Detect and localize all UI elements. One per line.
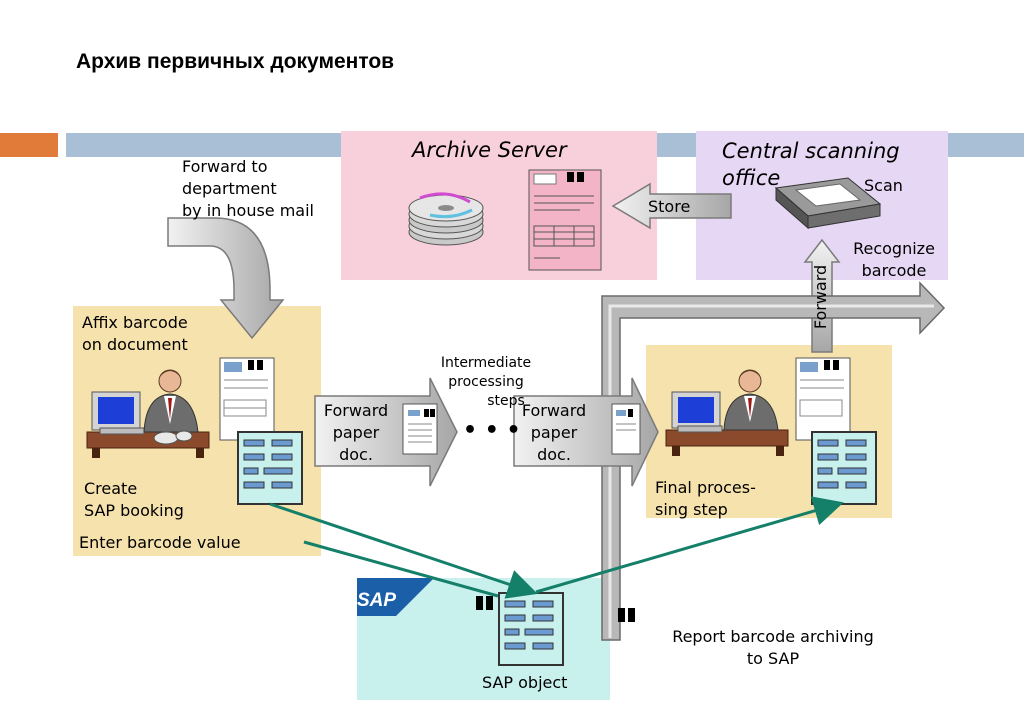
recognize-barcode-label: Recognize barcode xyxy=(853,239,935,280)
paper-doc-icon xyxy=(402,403,438,455)
store-label: Store xyxy=(648,197,691,216)
sap-logo-text: SAP xyxy=(357,590,397,611)
archive-server-label: Archive Server xyxy=(412,138,567,162)
forward-paper-label-1: Forward paper doc. xyxy=(323,401,389,464)
sap-object-label: SAP object xyxy=(482,673,568,692)
store-arrow xyxy=(611,182,732,230)
forward-paper-label-2: Forward paper doc. xyxy=(521,401,587,464)
booking-form-icon xyxy=(811,431,877,505)
report-pipe xyxy=(601,281,946,641)
banner-orange xyxy=(0,133,58,157)
cd-stack-icon xyxy=(408,192,484,246)
forward-vertical-label: Forward xyxy=(811,264,830,330)
barcode-mark-icon xyxy=(618,608,635,622)
create-booking-label: Create SAP booking xyxy=(84,479,184,520)
clerk-icon xyxy=(665,369,789,456)
mail-arrow xyxy=(167,217,285,340)
scanner-icon xyxy=(774,177,882,230)
central-scanning-label: Central scanning office xyxy=(722,139,900,190)
archive-server-zone xyxy=(341,131,657,280)
scan-label: Scan xyxy=(864,176,903,195)
final-processing-label: Final proces- sing step xyxy=(655,478,756,519)
booking-form-icon xyxy=(237,431,303,505)
sap-logo xyxy=(357,578,434,616)
link-arrows xyxy=(269,496,844,599)
clerk-icon xyxy=(86,369,210,458)
ellipsis-dots: • • • xyxy=(463,418,521,443)
archived-document-icon xyxy=(528,169,602,271)
report-barcode-label: Report barcode archiving to SAP xyxy=(672,627,874,668)
forward-mail-label: Forward to department by in house mail xyxy=(182,157,314,220)
affix-barcode-label: Affix barcode on document xyxy=(82,313,188,354)
sap-object-form-icon xyxy=(476,592,564,666)
barcode-document-icon xyxy=(795,357,851,441)
barcode-document-icon xyxy=(219,357,275,441)
paper-doc-icon xyxy=(611,403,641,455)
intermediate-steps-label: Intermediate processing steps xyxy=(440,355,532,409)
enter-barcode-label: Enter barcode value xyxy=(79,533,241,552)
page-title: Архив первичных документов xyxy=(76,50,395,73)
